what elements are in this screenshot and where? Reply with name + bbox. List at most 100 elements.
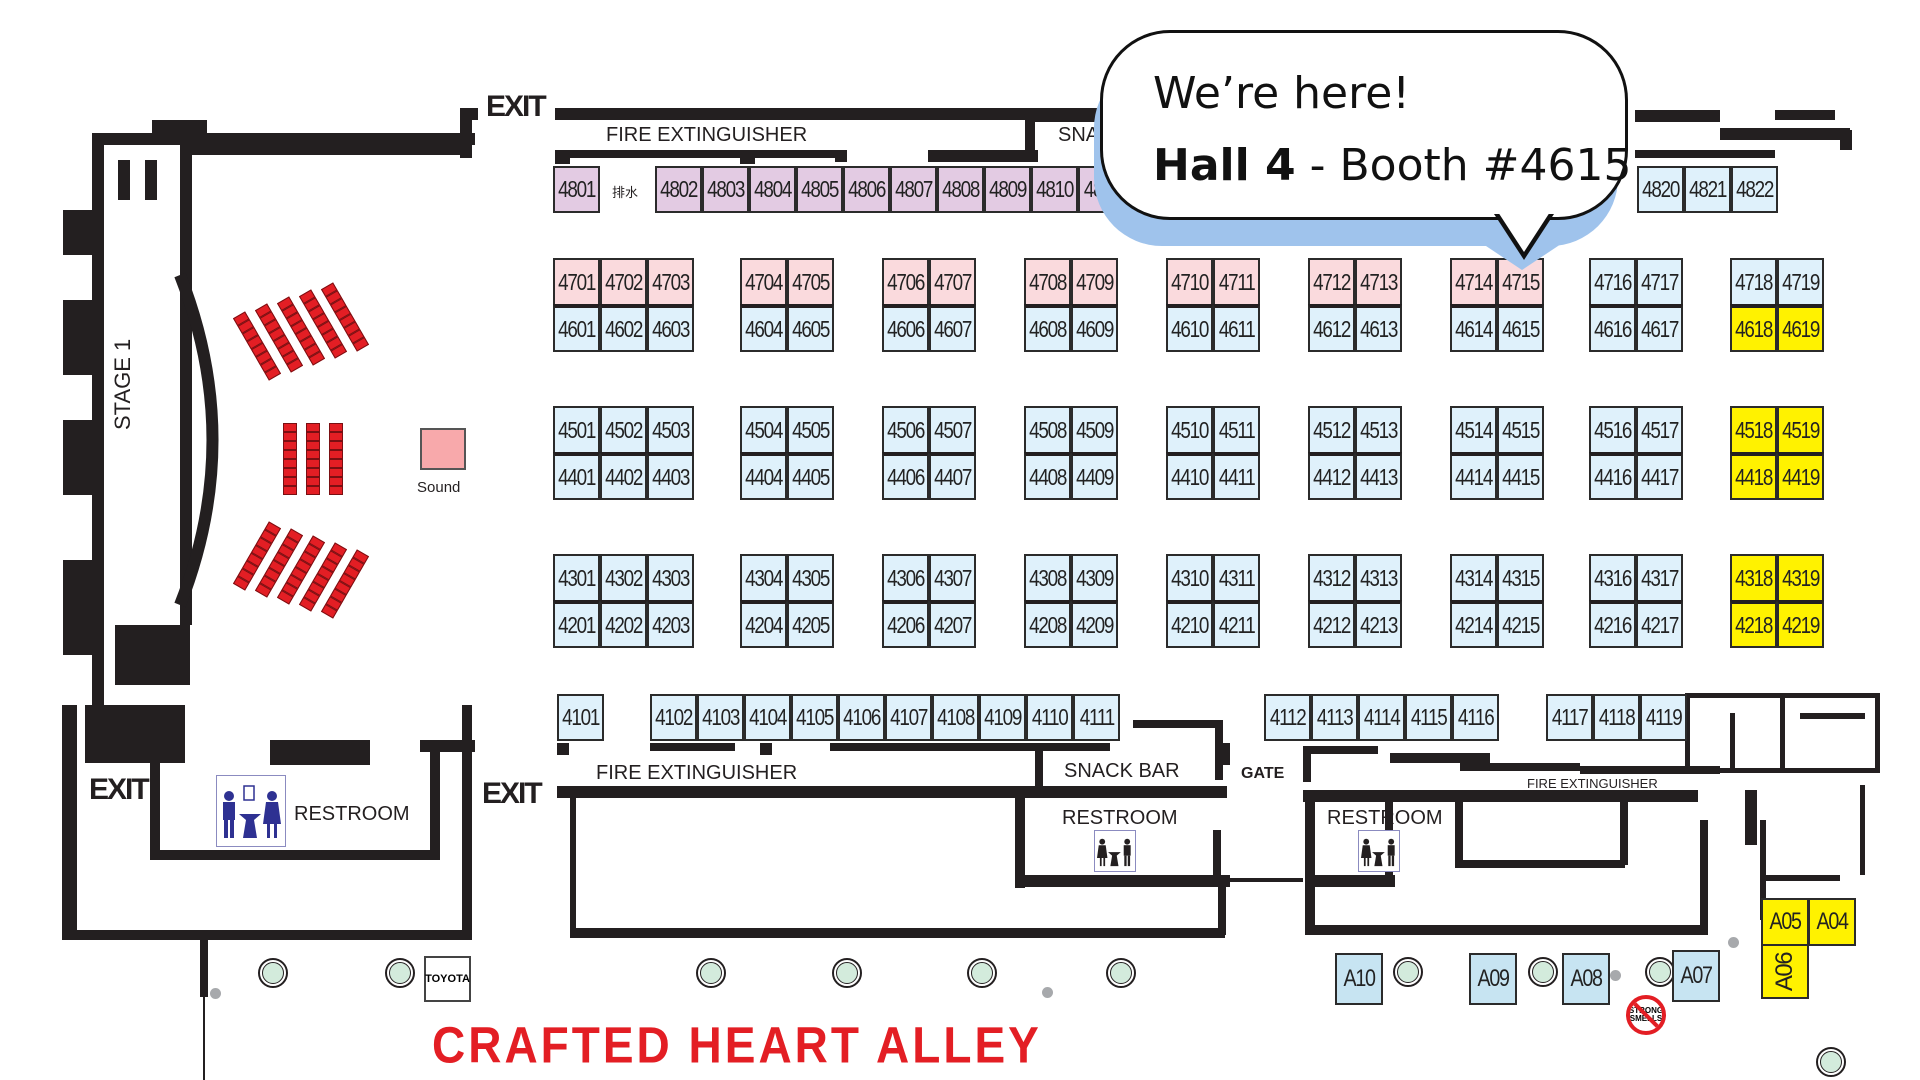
booth-4822[interactable]: 4822	[1731, 166, 1778, 213]
booth-4110[interactable]: 4110	[1026, 694, 1073, 741]
booth-4519[interactable]: 4519	[1777, 406, 1824, 454]
booth-4615[interactable]: 4615	[1497, 304, 1544, 352]
booth-4512[interactable]: 4512	[1308, 406, 1355, 454]
booth-4516[interactable]: 4516	[1589, 406, 1636, 454]
booth-4417[interactable]: 4417	[1636, 452, 1683, 500]
booth-4305[interactable]: 4305	[787, 554, 834, 602]
booth-4411[interactable]: 4411	[1213, 452, 1260, 500]
booth-4119[interactable]: 4119	[1640, 694, 1687, 741]
booth-A10[interactable]: A10	[1335, 953, 1383, 1005]
booth-4801[interactable]: 4801	[553, 166, 600, 213]
booth-4107[interactable]: 4107	[885, 694, 932, 741]
booth-4616[interactable]: 4616	[1589, 304, 1636, 352]
booth-A05[interactable]: A05	[1761, 898, 1809, 946]
booth-4117[interactable]: 4117	[1546, 694, 1593, 741]
booth-4312[interactable]: 4312	[1308, 554, 1355, 602]
booth-4805[interactable]: 4805	[796, 166, 843, 213]
booth-4316[interactable]: 4316	[1589, 554, 1636, 602]
booth-4821[interactable]: 4821	[1684, 166, 1731, 213]
booth-4309[interactable]: 4309	[1071, 554, 1118, 602]
booth-4401[interactable]: 4401	[553, 452, 600, 500]
booth-4307[interactable]: 4307	[929, 554, 976, 602]
booth-4803[interactable]: 4803	[702, 166, 749, 213]
booth-4101[interactable]: 4101	[557, 694, 604, 741]
booth-4418[interactable]: 4418	[1730, 452, 1777, 500]
booth-4719[interactable]: 4719	[1777, 258, 1824, 306]
booth-4406[interactable]: 4406	[882, 452, 929, 500]
booth-4806[interactable]: 4806	[843, 166, 890, 213]
booth-4515[interactable]: 4515	[1497, 406, 1544, 454]
booth-4313[interactable]: 4313	[1355, 554, 1402, 602]
booth-4619[interactable]: 4619	[1777, 304, 1824, 352]
booth-4301[interactable]: 4301	[553, 554, 600, 602]
booth-4409[interactable]: 4409	[1071, 452, 1118, 500]
booth-4505[interactable]: 4505	[787, 406, 834, 454]
booth-4302[interactable]: 4302	[600, 554, 647, 602]
booth-4610[interactable]: 4610	[1166, 304, 1213, 352]
booth-4319[interactable]: 4319	[1777, 554, 1824, 602]
booth-4317[interactable]: 4317	[1636, 554, 1683, 602]
booth-4618[interactable]: 4618	[1730, 304, 1777, 352]
booth-4304[interactable]: 4304	[740, 554, 787, 602]
booth-4809[interactable]: 4809	[984, 166, 1031, 213]
booth-4617[interactable]: 4617	[1636, 304, 1683, 352]
booth-4508[interactable]: 4508	[1024, 406, 1071, 454]
booth-4218[interactable]: 4218	[1730, 600, 1777, 648]
booth-4211[interactable]: 4211	[1213, 600, 1260, 648]
booth-4705[interactable]: 4705	[787, 258, 834, 306]
booth-4506[interactable]: 4506	[882, 406, 929, 454]
booth-A08[interactable]: A08	[1562, 953, 1610, 1005]
booth-4511[interactable]: 4511	[1213, 406, 1260, 454]
booth-4802[interactable]: 4802	[655, 166, 702, 213]
booth-4207[interactable]: 4207	[929, 600, 976, 648]
booth-4810[interactable]: 4810	[1031, 166, 1078, 213]
booth-A04[interactable]: A04	[1808, 898, 1856, 946]
booth-4613[interactable]: 4613	[1355, 304, 1402, 352]
booth-4804[interactable]: 4804	[749, 166, 796, 213]
booth-4513[interactable]: 4513	[1355, 406, 1402, 454]
booth-4507[interactable]: 4507	[929, 406, 976, 454]
booth-4208[interactable]: 4208	[1024, 600, 1071, 648]
booth-4415[interactable]: 4415	[1497, 452, 1544, 500]
booth-4606[interactable]: 4606	[882, 304, 929, 352]
booth-4203[interactable]: 4203	[647, 600, 694, 648]
booth-4213[interactable]: 4213	[1355, 600, 1402, 648]
booth-4412[interactable]: 4412	[1308, 452, 1355, 500]
booth-4413[interactable]: 4413	[1355, 452, 1402, 500]
booth-4504[interactable]: 4504	[740, 406, 787, 454]
booth-4310[interactable]: 4310	[1166, 554, 1213, 602]
booth-4303[interactable]: 4303	[647, 554, 694, 602]
booth-4611[interactable]: 4611	[1213, 304, 1260, 352]
booth-4704[interactable]: 4704	[740, 258, 787, 306]
booth-4501[interactable]: 4501	[553, 406, 600, 454]
booth-4116[interactable]: 4116	[1452, 694, 1499, 741]
booth-4219[interactable]: 4219	[1777, 600, 1824, 648]
booth-4113[interactable]: 4113	[1311, 694, 1358, 741]
booth-4109[interactable]: 4109	[979, 694, 1026, 741]
booth-4820[interactable]: 4820	[1637, 166, 1684, 213]
booth-4807[interactable]: 4807	[890, 166, 937, 213]
booth-4202[interactable]: 4202	[600, 600, 647, 648]
booth-A09[interactable]: A09	[1469, 953, 1517, 1005]
booth-4318[interactable]: 4318	[1730, 554, 1777, 602]
booth-4216[interactable]: 4216	[1589, 600, 1636, 648]
booth-4405[interactable]: 4405	[787, 452, 834, 500]
booth-4212[interactable]: 4212	[1308, 600, 1355, 648]
booth-4514[interactable]: 4514	[1450, 406, 1497, 454]
booth-4407[interactable]: 4407	[929, 452, 976, 500]
booth-4601[interactable]: 4601	[553, 304, 600, 352]
booth-4404[interactable]: 4404	[740, 452, 787, 500]
booth-4709[interactable]: 4709	[1071, 258, 1118, 306]
booth-4308[interactable]: 4308	[1024, 554, 1071, 602]
booth-4604[interactable]: 4604	[740, 304, 787, 352]
booth-4503[interactable]: 4503	[647, 406, 694, 454]
booth-4408[interactable]: 4408	[1024, 452, 1071, 500]
booth-4410[interactable]: 4410	[1166, 452, 1213, 500]
booth-A06[interactable]: A06	[1761, 944, 1809, 999]
booth-4217[interactable]: 4217	[1636, 600, 1683, 648]
booth-4214[interactable]: 4214	[1450, 600, 1497, 648]
booth-4402[interactable]: 4402	[600, 452, 647, 500]
booth-4204[interactable]: 4204	[740, 600, 787, 648]
booth-4311[interactable]: 4311	[1213, 554, 1260, 602]
booth-4712[interactable]: 4712	[1308, 258, 1355, 306]
